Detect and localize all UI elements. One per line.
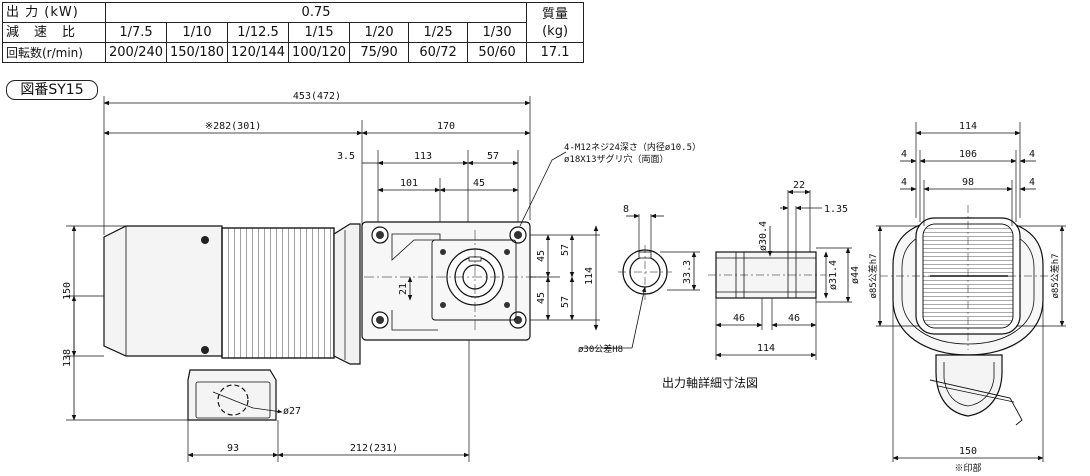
dim-57: 57 (487, 151, 499, 162)
bore-tolerance: ø30公差H8 (578, 343, 623, 355)
dim-21: 21 (398, 283, 409, 295)
dim-8: 8 (623, 204, 629, 215)
dim-v57b: 57 (560, 296, 571, 308)
side-view-labels: 114 106 98 4 4 4 4 ø85公差h7 ø85公差h7 150 ※… (867, 121, 1061, 474)
dim-30-4: ø30.4 (758, 221, 769, 251)
dim-side-106: 106 (959, 149, 977, 160)
dim-side-114: 114 (959, 121, 977, 132)
motor-fins (221, 227, 335, 359)
dim-113: 113 (414, 151, 432, 162)
dim-total: 453(472) (293, 91, 341, 102)
speed-cell: 60/72 (408, 42, 469, 63)
dim-46a: 46 (733, 313, 745, 324)
shaft-detail-labels: 8 33.3 ø30公差H8 22 1.35 ø30.4 ø31.4 ø44 4… (578, 180, 861, 390)
dim-side-4c: 4 (901, 177, 907, 188)
cap-bolt-icon (201, 346, 209, 354)
dim-93: 93 (227, 443, 239, 454)
dim-138: 138 (62, 349, 73, 367)
dim-46b: 46 (788, 313, 800, 324)
dim-side-h7b: ø85公差h7 (1049, 253, 1061, 298)
speed-label: 回転数(r/min) (2, 42, 106, 63)
dim-101: 101 (400, 178, 418, 189)
dim-31-4: ø31.4 (828, 260, 839, 290)
dim-v45b: 45 (536, 292, 547, 304)
dim-3-5: 3.5 (337, 151, 355, 162)
dim-motor: ※282(301) (205, 121, 262, 132)
ratio-cell: 1/12.5 (227, 22, 290, 43)
motor-flange (333, 223, 361, 365)
dim-gear: 170 (437, 121, 455, 132)
dim-side-98: 98 (962, 177, 974, 188)
spec-table: 出 力 (kW) 0.75 質量 (kg) 減 速 比 1/7.5 1/10 1… (2, 2, 585, 63)
side-view (876, 122, 1066, 462)
shaft-caption: 出力軸詳細寸法図 (662, 375, 758, 390)
side-terminal-box (935, 354, 1003, 417)
figure-number-badge: 図番SY15 (6, 80, 98, 100)
terminal-box (187, 369, 277, 421)
dim-22: 22 (793, 180, 805, 191)
ratio-cell: 1/7.5 (104, 22, 168, 43)
speed-cell: 75/90 (349, 42, 410, 63)
speed-cell: 200/240 (104, 42, 168, 63)
spec-row-ratio: 減 速 比 1/7.5 1/10 1/12.5 1/15 1/20 1/25 1… (2, 22, 584, 43)
gearbox-body (361, 221, 531, 341)
mass-label-2: (kg) (542, 23, 569, 39)
mass-label-1: 質量 (542, 6, 569, 22)
note-counterbore: ø18X13ザグリ穴（両面） (564, 153, 669, 165)
dim-1-35: 1.35 (824, 204, 848, 215)
dim-side-150: 150 (959, 446, 977, 457)
speed-cell: 120/144 (227, 42, 290, 63)
dim-v114: 114 (584, 267, 595, 285)
mass-value: 17.1 (526, 42, 585, 63)
note-tap: 4-M12ネジ24深さ（内径ø10.5） (564, 141, 701, 153)
dim-side-4d: 4 (1029, 177, 1035, 188)
spec-row-speed: 回転数(r/min) 200/240 150/180 120/144 100/1… (2, 42, 585, 63)
side-note: ※印部 (954, 462, 981, 474)
dim-v57a: 57 (560, 244, 571, 256)
dim-side-4b: 4 (1029, 149, 1035, 160)
cable-entry-icon (217, 384, 249, 416)
cap-bolt-icon (201, 236, 209, 244)
dim-27: ø27 (283, 406, 301, 417)
front-view (66, 96, 600, 462)
dim-side-h7a: ø85公差h7 (867, 253, 879, 298)
speed-cell: 100/120 (288, 42, 351, 63)
dim-33-3: 33.3 (682, 260, 693, 284)
dim-44: ø44 (850, 266, 861, 284)
dim-150: 150 (62, 282, 73, 300)
shaft-detail (580, 189, 852, 360)
dim-45: 45 (473, 178, 485, 189)
dim-212: 212(231) (350, 443, 398, 454)
front-view-labels: 453(472) ※282(301) 170 3.5 113 57 101 45… (62, 91, 701, 454)
dim-side-4a: 4 (901, 149, 907, 160)
motor-end-cap (103, 225, 223, 357)
dim-v45a: 45 (536, 250, 547, 262)
dim-114-shaft: 114 (757, 343, 775, 354)
